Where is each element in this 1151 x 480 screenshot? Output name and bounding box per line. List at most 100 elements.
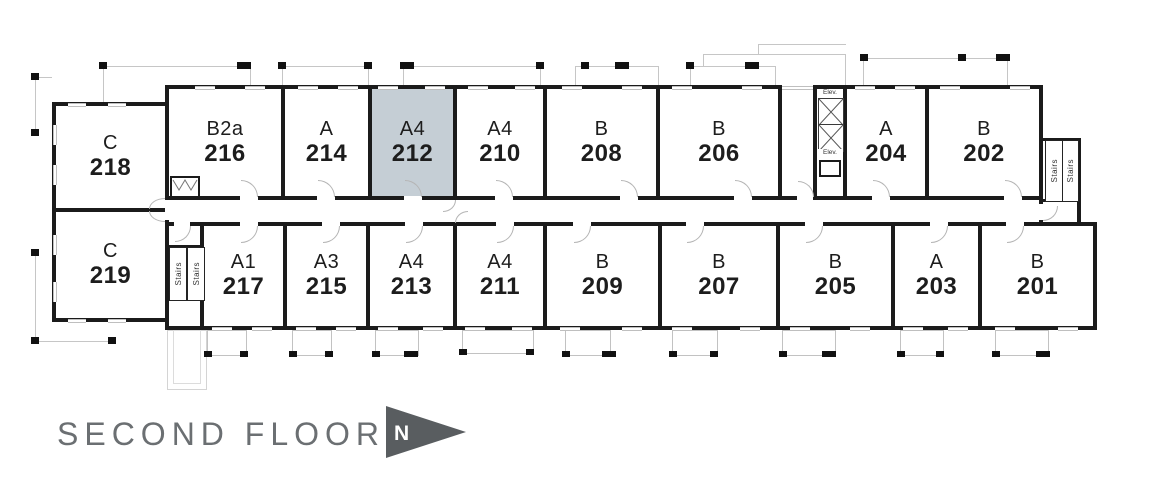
balcony-post	[278, 62, 286, 69]
door-opening	[805, 222, 823, 226]
roof-line	[703, 54, 704, 66]
window	[903, 327, 923, 331]
door-opening	[496, 222, 514, 226]
window	[296, 327, 316, 331]
unit-219[interactable]: C 219	[56, 212, 165, 318]
window	[68, 319, 86, 323]
wall	[453, 85, 457, 200]
parapet-line	[103, 66, 104, 102]
window	[940, 86, 960, 90]
unit-213[interactable]: A4 213	[370, 226, 453, 326]
unit-type: B	[595, 251, 610, 274]
unit-type: B	[712, 251, 726, 274]
unit-201[interactable]: B 201	[982, 226, 1093, 326]
wall	[283, 222, 287, 330]
entry-stair-outline	[173, 330, 201, 384]
unit-205[interactable]: B 205	[780, 226, 891, 326]
parapet-line	[403, 66, 540, 67]
wall	[1093, 222, 1097, 330]
door-opening	[686, 222, 704, 226]
unit-202[interactable]: B 202	[929, 89, 1039, 196]
window	[468, 86, 488, 90]
unit-206[interactable]: B 206	[660, 89, 778, 196]
door-opening	[930, 222, 948, 226]
balcony-post	[289, 351, 297, 357]
unit-type: B2a	[206, 117, 244, 140]
door-opening	[165, 200, 169, 220]
unit-type: A3	[313, 251, 340, 274]
door-opening	[573, 222, 591, 226]
door-opening	[240, 196, 258, 200]
balcony-post	[459, 349, 467, 355]
wall	[52, 208, 169, 212]
unit-207[interactable]: B 207	[662, 226, 776, 326]
unit-210[interactable]: A4 210	[457, 89, 543, 196]
unit-number: 210	[479, 139, 521, 167]
window	[108, 103, 126, 107]
balcony-post	[669, 351, 677, 357]
window	[298, 86, 318, 90]
floor-title: SECOND FLOOR	[57, 416, 386, 452]
window	[68, 103, 86, 107]
unit-211[interactable]: A4 211	[457, 226, 543, 326]
door-opening	[620, 196, 638, 200]
window	[515, 86, 535, 90]
unit-214[interactable]: A 214	[285, 89, 368, 196]
door-opening	[495, 196, 513, 200]
window	[378, 327, 398, 331]
parapet-line	[690, 66, 691, 85]
unit-number: 217	[222, 273, 265, 301]
unit-203[interactable]: A 203	[895, 226, 978, 326]
balcony-post	[240, 351, 248, 357]
window	[622, 86, 642, 90]
unit-204[interactable]: A 204	[847, 89, 925, 196]
roof-line	[845, 54, 846, 85]
unit-number: 205	[814, 273, 857, 301]
unit-217[interactable]: A1 217	[204, 226, 283, 326]
parapet-line	[775, 66, 776, 85]
stairwell-left: Stairs	[169, 247, 187, 301]
unit-208[interactable]: B 208	[547, 89, 656, 196]
wall	[776, 222, 780, 330]
balcony-post	[108, 337, 116, 344]
unit-216[interactable]: B2a 216	[169, 89, 281, 196]
window	[562, 86, 582, 90]
unit-number: 202	[963, 139, 1005, 167]
corridor-door-arc	[455, 211, 468, 223]
window	[560, 327, 580, 331]
parapet-line	[35, 341, 115, 342]
unit-209[interactable]: B 209	[547, 226, 658, 326]
window	[338, 86, 358, 90]
window	[672, 327, 692, 331]
balcony-post	[404, 351, 418, 357]
door-opening	[1006, 222, 1024, 226]
unit-type: A4	[398, 251, 425, 274]
window	[425, 86, 445, 90]
unit-215[interactable]: A3 215	[287, 226, 366, 326]
parapet-line	[368, 66, 369, 85]
wall	[165, 85, 169, 200]
stairwell-right: Stairs	[1045, 140, 1063, 202]
parapet-line	[1007, 58, 1008, 85]
unit-number: 201	[1016, 273, 1059, 301]
parapet-line	[863, 58, 864, 85]
wall	[778, 85, 782, 200]
window	[1010, 86, 1030, 90]
unit-type: A	[879, 117, 893, 140]
balcony-post	[581, 62, 589, 69]
wall	[453, 222, 457, 330]
wall	[368, 85, 372, 200]
balcony-post	[31, 249, 39, 256]
balcony-post	[936, 351, 944, 357]
wall	[843, 85, 847, 200]
unit-218[interactable]: C 218	[56, 106, 165, 208]
balcony-post	[372, 351, 380, 357]
window	[378, 86, 398, 90]
unit-type: C	[103, 132, 118, 155]
unit-number: 213	[390, 273, 433, 301]
unit-number: 219	[89, 262, 132, 290]
parapet-line	[35, 77, 52, 78]
corridor-door-arc	[443, 200, 456, 212]
unit-type: A4	[487, 117, 513, 140]
